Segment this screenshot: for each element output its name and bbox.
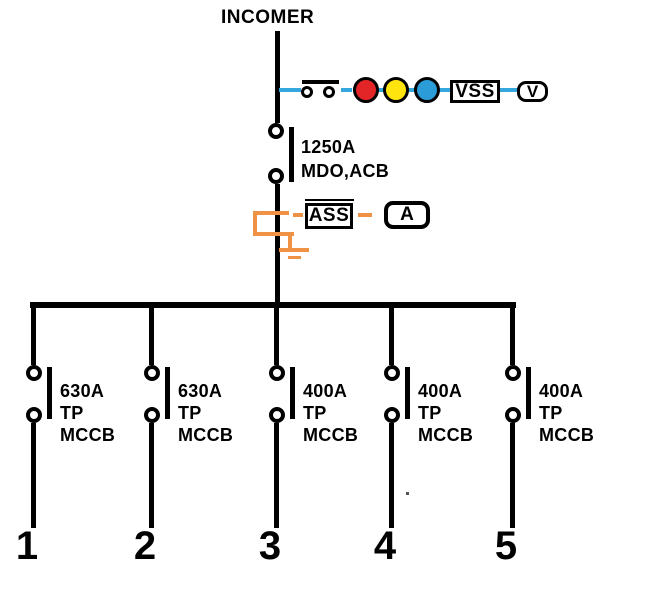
voltmeter-selector-switch-box: VSS bbox=[450, 80, 500, 103]
feeder-device-label: MCCB bbox=[178, 425, 234, 445]
acb-terminal-icon bbox=[268, 123, 284, 139]
stray-dot bbox=[406, 492, 409, 495]
feeder-outgoing-line bbox=[274, 423, 279, 528]
ct-ground-drop bbox=[288, 232, 292, 251]
mccb-pole-bar bbox=[526, 367, 531, 419]
mccb-pole-bar bbox=[290, 367, 295, 419]
current-wire-dash bbox=[358, 213, 372, 217]
incomer-line-upper bbox=[275, 31, 280, 123]
mccb-terminal-icon bbox=[269, 407, 285, 423]
mccb-terminal-icon bbox=[269, 365, 285, 381]
feeder-rating-label: 400A bbox=[303, 381, 348, 401]
ct-loop-bottom bbox=[253, 232, 294, 236]
feeder-rating-label: 400A bbox=[539, 381, 584, 401]
mccb-terminal-icon bbox=[144, 365, 160, 381]
disconnect-switch-terminal-icon bbox=[323, 86, 335, 98]
voltmeter-box: V bbox=[517, 81, 548, 102]
acb-device-label: MDO,ACB bbox=[301, 161, 390, 181]
feeder-outgoing-line bbox=[31, 423, 36, 528]
incomer-line-lower bbox=[275, 184, 280, 306]
mccb-terminal-icon bbox=[505, 407, 521, 423]
mccb-terminal-icon bbox=[144, 407, 160, 423]
feeder-poles-label: TP bbox=[539, 403, 563, 423]
feeder-rating-label: 630A bbox=[60, 381, 105, 401]
voltage-wire-dash bbox=[341, 88, 352, 92]
disconnect-switch-terminal-icon bbox=[301, 86, 313, 98]
feeder-device-label: MCCB bbox=[60, 425, 116, 445]
feeder-drop-line bbox=[389, 302, 394, 365]
feeder-drop-line bbox=[149, 302, 154, 365]
ground-bar-icon bbox=[279, 248, 309, 252]
mccb-pole-bar bbox=[405, 367, 410, 419]
voltage-wire-segment bbox=[500, 88, 518, 92]
feeder-number-label: 1 bbox=[15, 524, 39, 568]
incomer-label: INCOMER bbox=[221, 7, 315, 28]
feeder-rating-label: 400A bbox=[418, 381, 463, 401]
ammeter-selector-switch-box: ASS bbox=[305, 203, 353, 229]
mccb-terminal-icon bbox=[384, 365, 400, 381]
feeder-poles-label: TP bbox=[303, 403, 327, 423]
feeder-drop-line bbox=[274, 302, 279, 365]
current-wire-dash bbox=[293, 213, 303, 217]
acb-pole-bar bbox=[289, 127, 294, 182]
red-phase-lamp-icon bbox=[353, 77, 379, 103]
yellow-phase-lamp-icon bbox=[383, 77, 409, 103]
feeder-poles-label: TP bbox=[60, 403, 84, 423]
feeder-poles-label: TP bbox=[178, 403, 202, 423]
ground-dash-icon bbox=[288, 256, 301, 259]
acb-rating-label: 1250A bbox=[301, 137, 356, 157]
ass-box-top-line bbox=[305, 199, 354, 201]
feeder-device-label: MCCB bbox=[418, 425, 474, 445]
feeder-number-label: 3 bbox=[258, 524, 282, 568]
voltage-wire-segment bbox=[279, 88, 301, 92]
busbar bbox=[30, 302, 516, 308]
feeder-device-label: MCCB bbox=[539, 425, 595, 445]
feeder-device-label: MCCB bbox=[303, 425, 359, 445]
mccb-pole-bar bbox=[165, 367, 170, 419]
mccb-pole-bar bbox=[47, 367, 52, 419]
ct-loop-left bbox=[253, 211, 257, 236]
mccb-terminal-icon bbox=[26, 407, 42, 423]
blue-phase-lamp-icon bbox=[414, 77, 440, 103]
disconnect-switch-blade bbox=[302, 80, 339, 84]
mccb-terminal-icon bbox=[384, 407, 400, 423]
feeder-outgoing-line bbox=[149, 423, 154, 528]
feeder-number-label: 2 bbox=[133, 524, 157, 568]
feeder-rating-label: 630A bbox=[178, 381, 223, 401]
feeder-number-label: 5 bbox=[494, 524, 518, 568]
ct-loop-top bbox=[253, 211, 289, 215]
feeder-drop-line bbox=[31, 302, 36, 365]
feeder-number-label: 4 bbox=[373, 524, 397, 568]
feeder-outgoing-line bbox=[389, 423, 394, 528]
mccb-terminal-icon bbox=[26, 365, 42, 381]
feeder-outgoing-line bbox=[510, 423, 515, 528]
feeder-drop-line bbox=[510, 302, 515, 365]
mccb-terminal-icon bbox=[505, 365, 521, 381]
ammeter-box: A bbox=[384, 201, 430, 229]
acb-terminal-icon bbox=[268, 168, 284, 184]
feeder-poles-label: TP bbox=[418, 403, 442, 423]
